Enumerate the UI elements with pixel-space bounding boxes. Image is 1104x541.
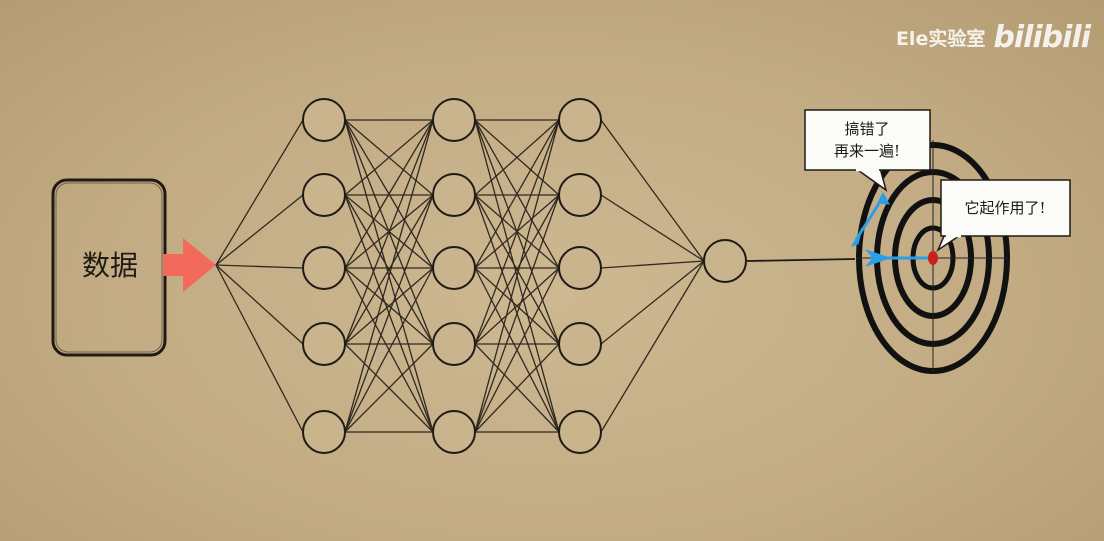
- connection: [600, 260, 705, 345]
- watermark: Ele实验室 bilibili: [895, 20, 1091, 55]
- network-nodes: [302, 98, 747, 454]
- connection: [474, 267, 560, 345]
- neuron-node: [432, 173, 476, 217]
- neuron-node: [432, 410, 476, 454]
- speech-works-text: 它起作用了!: [964, 199, 1045, 217]
- connection: [474, 343, 560, 433]
- connection: [344, 194, 434, 433]
- connection: [344, 267, 434, 433]
- neuron-node: [558, 173, 602, 217]
- connection: [474, 119, 560, 345]
- connection: [474, 119, 560, 433]
- connection: [215, 264, 304, 269]
- output-node: [703, 239, 747, 283]
- neuron-node: [302, 173, 346, 217]
- input-arrow: [163, 238, 216, 292]
- dart-hit: [865, 249, 928, 267]
- connection: [215, 119, 304, 266]
- neuron-node: [558, 410, 602, 454]
- connection: [600, 194, 705, 262]
- output-line: [746, 258, 856, 262]
- dart-miss: [850, 191, 890, 247]
- bullseye: [928, 251, 938, 265]
- speech-wrong-line2: 再来一遍!: [834, 142, 900, 160]
- connection: [474, 194, 560, 433]
- neuron-node: [302, 98, 346, 142]
- connection: [600, 260, 705, 433]
- connection: [474, 194, 560, 345]
- speech-bubble-wrong: 搞错了 再来一遍!: [804, 109, 931, 192]
- connection: [474, 119, 560, 196]
- neuron-node: [432, 246, 476, 290]
- connection: [344, 119, 434, 433]
- neuron-node: [432, 98, 476, 142]
- neuron-node: [432, 322, 476, 366]
- neuron-node: [558, 98, 602, 142]
- data-box-label: 数据: [82, 249, 138, 282]
- connection: [474, 267, 560, 433]
- speech-bubble-works: 它起作用了!: [936, 179, 1071, 253]
- neuron-node: [302, 246, 346, 290]
- watermark-channel: Ele实验室: [895, 28, 986, 50]
- connection: [344, 343, 434, 433]
- connection: [344, 194, 434, 345]
- neuron-node: [302, 322, 346, 366]
- network-connections: [215, 119, 705, 433]
- connection: [344, 119, 434, 196]
- neuron-node: [302, 410, 346, 454]
- connection: [474, 119, 560, 269]
- connection: [215, 264, 304, 345]
- neuron-node: [558, 246, 602, 290]
- connection: [344, 267, 434, 345]
- bilibili-logo: bilibili: [993, 20, 1091, 55]
- speech-wrong-line1: 搞错了: [844, 120, 889, 138]
- connection: [600, 119, 705, 262]
- connection: [344, 119, 434, 345]
- connection: [215, 194, 304, 266]
- connection: [600, 260, 705, 269]
- connection: [215, 264, 304, 433]
- neuron-node: [558, 322, 602, 366]
- connection: [344, 119, 434, 269]
